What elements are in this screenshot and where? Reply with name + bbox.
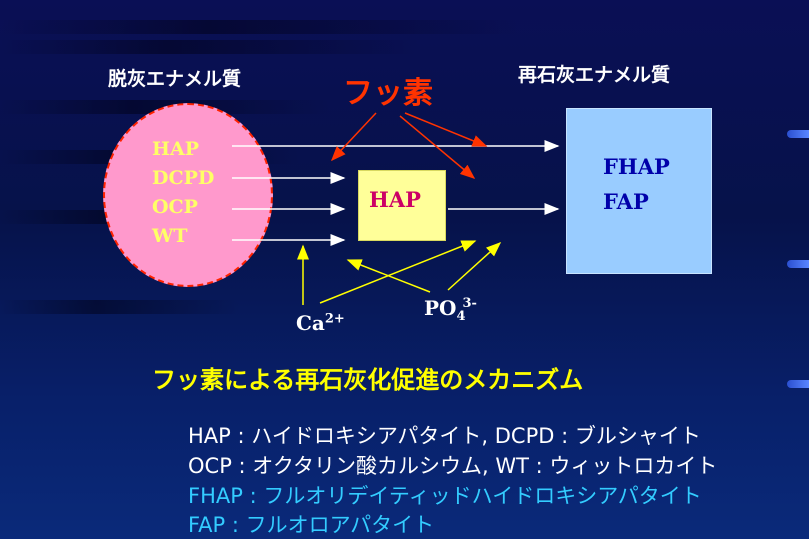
calcium-arrow-diagonal xyxy=(319,240,477,304)
mineral-item: OCP xyxy=(152,196,198,218)
product-list: FHAP FAP xyxy=(603,149,670,219)
mechanism-title: フッ素による再石灰化促進のメカニズム xyxy=(152,366,584,394)
phosphate-charge: 3- xyxy=(462,296,477,312)
bg-accent xyxy=(787,260,809,268)
demineralized-enamel-ellipse xyxy=(103,103,273,287)
legend-line-2: OCP : オクタリン酸カルシウム, WT : ウィットロカイト xyxy=(188,454,718,478)
phosphate-base: PO xyxy=(424,296,457,320)
phosphate-arrow-left xyxy=(346,259,431,293)
calcium-charge: 2+ xyxy=(324,311,345,327)
hap-box: HAP xyxy=(358,170,446,241)
demineralized-enamel-label: 脱灰エナメル質 xyxy=(108,68,242,90)
product-item: FHAP xyxy=(603,154,670,179)
bg-stripe xyxy=(0,20,520,34)
fluoride-label: フッ素 xyxy=(343,76,433,111)
mineral-list: HAP DCPD OCP WT xyxy=(152,135,214,251)
remineralized-enamel-label: 再石灰エナメル質 xyxy=(518,64,671,86)
legend-line-4: FAP : フルオロアパタイト xyxy=(188,513,435,537)
bg-accent xyxy=(787,130,809,138)
calcium-ion-label: Ca2+ xyxy=(296,311,345,335)
phosphate-ion-label: PO43- xyxy=(424,296,477,324)
legend-line-1: HAP : ハイドロキシアパタイト, DCPD : ブルシャイト xyxy=(188,424,701,448)
fluoride-arrow xyxy=(330,112,377,162)
hap-box-label: HAP xyxy=(369,187,421,212)
mineral-item: HAP xyxy=(152,138,199,160)
calcium-base: Ca xyxy=(296,311,325,335)
bg-stripe xyxy=(0,300,240,314)
mineral-item: WT xyxy=(152,225,188,247)
phosphate-arrow-right xyxy=(447,241,502,291)
fluoride-arrow xyxy=(399,115,476,179)
phosphate-subscript: 4 xyxy=(456,309,466,324)
product-box: FHAP FAP xyxy=(566,108,712,274)
bg-accent xyxy=(787,380,809,388)
bg-stripe xyxy=(0,40,420,54)
legend-line-3: FHAP : フルオリデイティッドハイドロキシアパタイト xyxy=(188,484,702,508)
fluoride-arrow xyxy=(404,112,488,147)
mineral-item: DCPD xyxy=(152,167,215,189)
product-item: FAP xyxy=(603,189,649,214)
